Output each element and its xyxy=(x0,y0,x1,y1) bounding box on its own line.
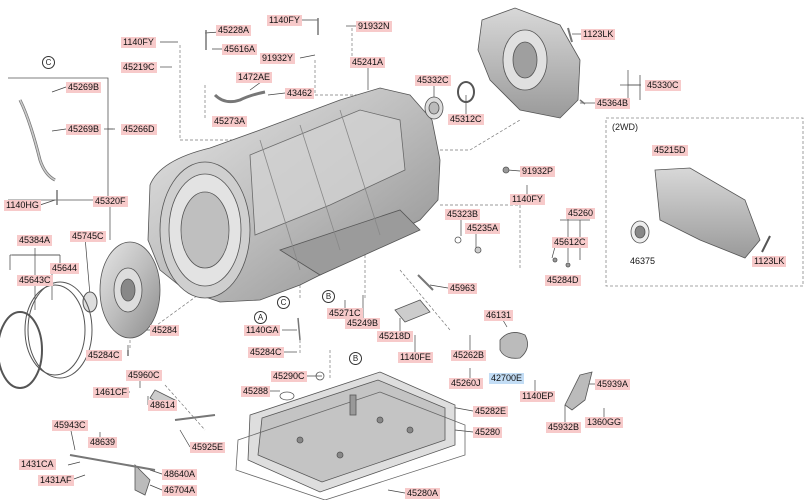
callout-45269B-b[interactable]: 45269B xyxy=(66,124,102,135)
callout-91932P[interactable]: 91932P xyxy=(520,166,556,177)
callout-1431AF[interactable]: 1431AF xyxy=(38,475,74,486)
callout-46375: 46375 xyxy=(630,256,656,266)
callout-1360GG[interactable]: 1360GG xyxy=(585,417,624,428)
callout-45320F[interactable]: 45320F xyxy=(93,196,128,207)
callout-45269B-a[interactable]: 45269B xyxy=(66,82,102,93)
callout-45284C-b[interactable]: 45284C xyxy=(248,347,284,358)
callout-1431CA[interactable]: 1431CA xyxy=(19,459,56,470)
callout-45290C[interactable]: 45290C xyxy=(271,371,307,382)
callout-45271C[interactable]: 45271C xyxy=(327,308,363,319)
callout-45266D[interactable]: 45266D xyxy=(121,124,157,135)
callout-45228A[interactable]: 45228A xyxy=(216,25,252,36)
callout-45612C[interactable]: 45612C xyxy=(552,237,588,248)
callout-1140FY-mid[interactable]: 1140FY xyxy=(510,194,545,205)
callout-46704A[interactable]: 46704A xyxy=(162,485,198,496)
callout-1140FE[interactable]: 1140FE xyxy=(398,352,433,363)
callout-1123LK-top[interactable]: 1123LK xyxy=(581,29,616,40)
callout-45284C-a[interactable]: 45284C xyxy=(86,350,122,361)
callout-48639[interactable]: 48639 xyxy=(88,437,118,448)
callout-46131[interactable]: 46131 xyxy=(484,310,514,321)
callout-45943C[interactable]: 45943C xyxy=(52,420,88,431)
transmission-case xyxy=(147,87,441,303)
callout-45235A[interactable]: 45235A xyxy=(465,223,501,234)
callout-45616A[interactable]: 45616A xyxy=(222,44,258,55)
callout-45241A[interactable]: 45241A xyxy=(350,57,386,68)
section-marker-c-top: C xyxy=(42,56,55,69)
callout-45288[interactable]: 45288 xyxy=(241,386,271,397)
callout-45364B[interactable]: 45364B xyxy=(595,98,631,109)
callout-45280[interactable]: 45280 xyxy=(473,427,503,438)
callout-45330C[interactable]: 45330C xyxy=(645,80,681,91)
section-marker-b-low: B xyxy=(349,352,362,365)
transmission-mount-bracket xyxy=(630,167,771,259)
callout-45384A[interactable]: 45384A xyxy=(17,235,53,246)
section-marker-a-mid: A xyxy=(254,311,267,324)
callout-45260J[interactable]: 45260J xyxy=(449,378,483,389)
callout-1461CF[interactable]: 1461CF xyxy=(93,387,130,398)
callout-45745C[interactable]: 45745C xyxy=(70,231,106,242)
callout-45219C[interactable]: 45219C xyxy=(121,62,157,73)
callout-45260[interactable]: 45260 xyxy=(566,208,596,219)
callout-45262B[interactable]: 45262B xyxy=(451,350,487,361)
callout-45960C[interactable]: 45960C xyxy=(126,370,162,381)
callout-45644[interactable]: 45644 xyxy=(50,263,80,274)
callout-45332C[interactable]: 45332C xyxy=(415,75,451,86)
callout-45643C[interactable]: 45643C xyxy=(17,275,53,286)
callout-1140EP[interactable]: 1140EP xyxy=(520,391,556,402)
section-marker-b-mid: B xyxy=(322,290,335,303)
callout-45249B[interactable]: 45249B xyxy=(345,318,381,329)
callout-45284[interactable]: 45284 xyxy=(150,325,180,336)
callout-1123LK-right[interactable]: 1123LK xyxy=(752,256,787,267)
callout-45280A[interactable]: 45280A xyxy=(405,488,441,499)
callout-45215D[interactable]: 45215D xyxy=(652,145,688,156)
callout-1140GA[interactable]: 1140GA xyxy=(244,325,281,336)
callout-91932N[interactable]: 91932N xyxy=(356,21,392,32)
callout-48640A[interactable]: 48640A xyxy=(162,469,198,480)
callout-45939A[interactable]: 45939A xyxy=(595,379,631,390)
callout-1140FY-top[interactable]: 1140FY xyxy=(267,15,302,26)
callout-43462[interactable]: 43462 xyxy=(285,88,315,99)
torque-converter xyxy=(99,241,161,339)
callout-48614[interactable]: 48614 xyxy=(148,400,178,411)
oil-pan xyxy=(235,371,466,500)
section-marker-c-mid: C xyxy=(277,296,290,309)
callout-45282E[interactable]: 45282E xyxy=(473,406,509,417)
callout-1472AE[interactable]: 1472AE xyxy=(236,72,273,83)
callout-45963[interactable]: 45963 xyxy=(448,283,478,294)
callout-45218D[interactable]: 45218D xyxy=(377,331,413,342)
callout-45925E[interactable]: 45925E xyxy=(190,442,226,453)
callout-1140FY-left[interactable]: 1140FY xyxy=(121,37,156,48)
extension-housing xyxy=(477,7,581,119)
callout-45932B[interactable]: 45932B xyxy=(546,422,582,433)
callout-45312C[interactable]: 45312C xyxy=(448,114,484,125)
callout-45323B[interactable]: 45323B xyxy=(445,209,481,220)
callout-45284D[interactable]: 45284D xyxy=(545,275,581,286)
callout-45273A[interactable]: 45273A xyxy=(212,116,248,127)
inset-title: (2WD) xyxy=(612,122,638,132)
callout-42700E[interactable]: 42700E xyxy=(489,373,525,384)
callout-1140HG[interactable]: 1140HG xyxy=(4,200,41,211)
callout-91932Y[interactable]: 91932Y xyxy=(260,53,296,64)
